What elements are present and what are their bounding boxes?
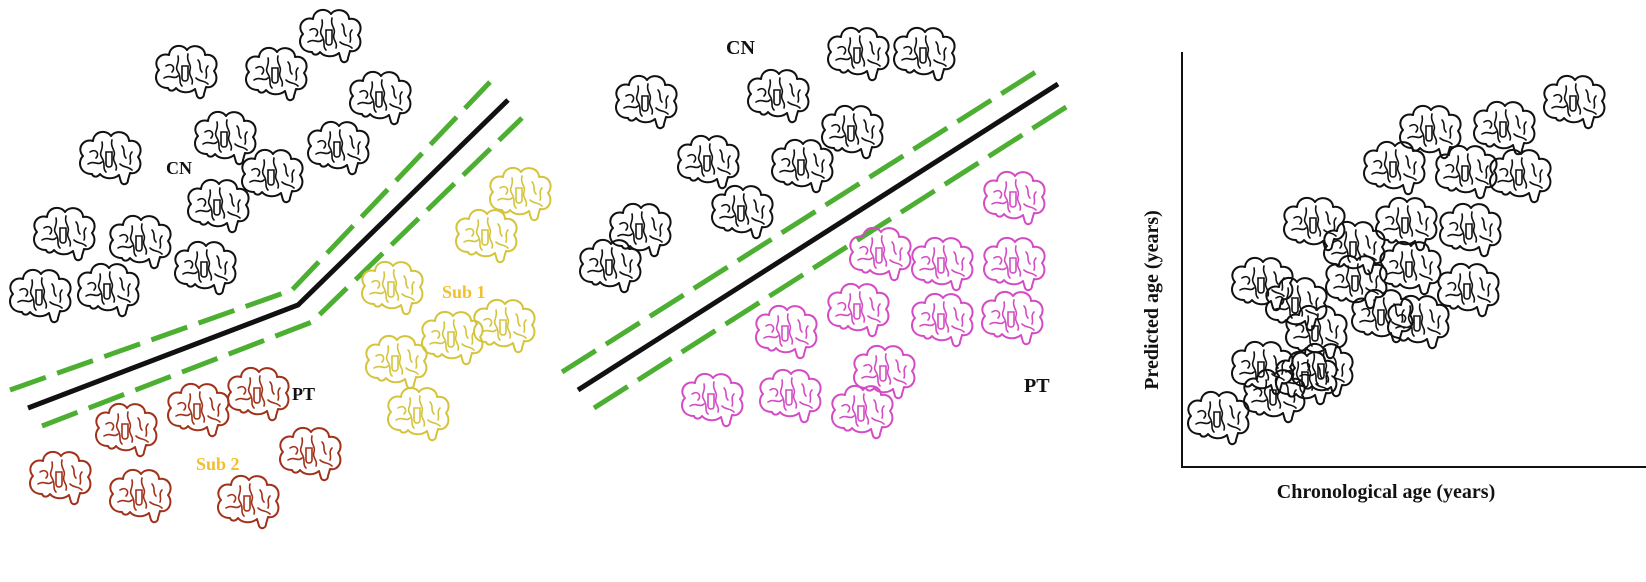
brain-icon: [187, 178, 250, 234]
brain-icon: [109, 214, 172, 270]
panel-b: CN PT: [560, 26, 1076, 440]
panel-b-cn-label: CN: [726, 37, 755, 59]
brain-icon: [365, 334, 428, 390]
brain-icon: [387, 386, 450, 442]
brain-icon: [755, 304, 818, 360]
brain-icon: [981, 290, 1044, 346]
brain-icon: [893, 26, 956, 82]
panel-c: Chronological age (years) Predicted age …: [1141, 52, 1646, 503]
brain-icon: [95, 402, 158, 458]
brain-icon: [33, 206, 96, 262]
brain-icon: [167, 382, 230, 438]
brain-icon: [29, 450, 92, 506]
panel-b-upper-margin: [560, 65, 1044, 375]
brain-icon: [227, 366, 290, 422]
panel-b-pt-group: [681, 170, 1046, 440]
brain-icon: [1543, 74, 1606, 130]
brain-icon: [9, 268, 72, 324]
panel-a: CN PT Sub 1 Sub 2: [9, 8, 552, 530]
brain-icon: [1379, 240, 1442, 296]
brain-icon: [911, 236, 974, 292]
panel-b-pt-label: PT: [1024, 375, 1050, 397]
panel-a-sub1-label: Sub 1: [442, 282, 486, 302]
brain-icon: [279, 426, 342, 482]
brain-icon: [711, 184, 774, 240]
brain-icon: [241, 148, 304, 204]
brain-icon: [759, 368, 822, 424]
brain-icon: [217, 474, 280, 530]
panel-c-y-axis-label: Predicted age (years): [1141, 210, 1163, 390]
brain-icon: [194, 110, 257, 166]
brain-icon: [1231, 340, 1294, 396]
brain-icon: [174, 240, 237, 296]
brain-icon: [77, 262, 140, 318]
brain-icon: [827, 282, 890, 338]
panel-c-x-axis-label: Chronological age (years): [1277, 481, 1496, 503]
brain-icon: [1187, 390, 1250, 446]
brain-icon: [609, 202, 672, 258]
brain-icon: [299, 8, 362, 64]
brain-icon: [1439, 202, 1502, 258]
brain-icon: [455, 208, 518, 264]
brain-icon: [155, 44, 218, 100]
brain-icon: [747, 68, 810, 124]
brain-icon: [677, 134, 740, 190]
brain-icon: [79, 130, 142, 186]
brain-icon: [615, 74, 678, 130]
panel-a-cn-label: CN: [166, 158, 192, 178]
panel-b-lower-margin: [592, 99, 1076, 411]
panel-a-cn-group: [9, 8, 412, 324]
brain-icon: [831, 384, 894, 440]
brain-icon: [1265, 276, 1328, 332]
brain-icon: [911, 292, 974, 348]
brain-icon: [821, 104, 884, 160]
panel-a-lower-margin: [41, 116, 524, 429]
brain-icon: [1285, 304, 1348, 360]
panel-b-decision-boundary: [576, 81, 1060, 393]
brain-icon: [361, 260, 424, 316]
panel-a-sub2-label: Sub 2: [196, 454, 240, 474]
brain-icon: [849, 226, 912, 282]
brain-icon: [307, 120, 370, 176]
brain-icon: [109, 468, 172, 524]
brain-icon: [681, 372, 744, 428]
brain-icon: [1283, 196, 1346, 252]
brain-icon: [983, 170, 1046, 226]
brain-icon: [983, 236, 1046, 292]
brain-icon: [489, 166, 552, 222]
brain-icon: [1387, 294, 1450, 350]
panel-c-scatter-group: [1187, 74, 1606, 446]
brain-icon: [827, 26, 890, 82]
brain-icon: [1489, 148, 1552, 204]
brain-icon: [245, 46, 308, 102]
brain-icon: [1473, 100, 1536, 156]
brain-icon: [1435, 144, 1498, 200]
brain-icon: [771, 138, 834, 194]
panel-a-sub1-group: [361, 166, 552, 442]
panel-a-decision-boundary: [27, 98, 510, 411]
panel-a-pt-label: PT: [292, 384, 315, 404]
brain-icon: [349, 70, 412, 126]
